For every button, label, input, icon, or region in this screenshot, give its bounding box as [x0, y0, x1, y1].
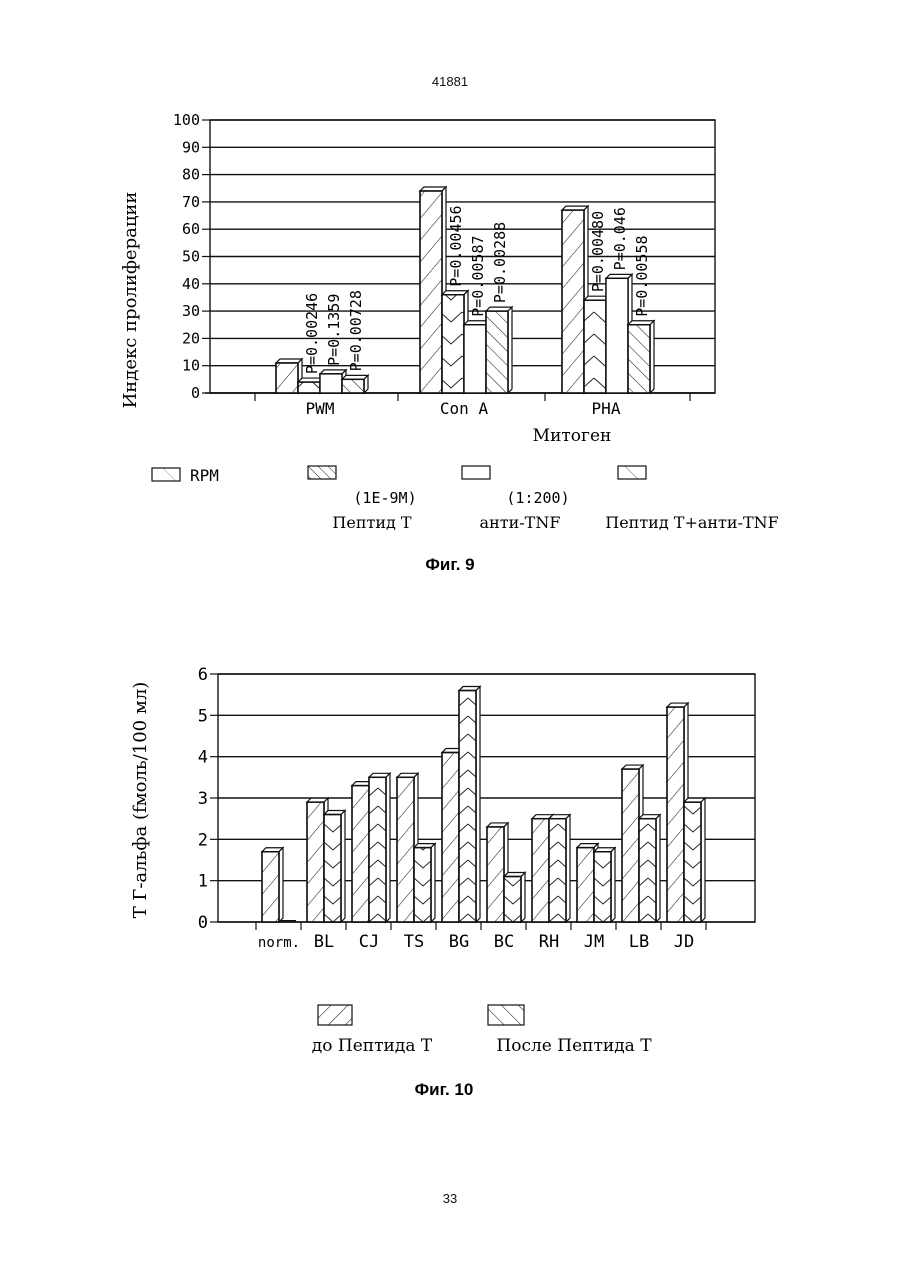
- y-tick-label: 10: [182, 357, 200, 375]
- x-category-label: norm.: [258, 935, 300, 951]
- y-axis-label: T Г-альфа (fмоль/100 мл): [130, 682, 151, 919]
- figure-10-chart: 0 1 2 3 4 5 6 norm. BL CJ TS BG BC RH JM LB JD T Г-альф…: [0, 640, 900, 1110]
- x-category-label: BG: [449, 932, 469, 952]
- x-category-labels: PWM Con A PHA: [306, 399, 621, 418]
- legend-swatch-before: [318, 1005, 352, 1025]
- bar: [628, 321, 654, 393]
- bar: [414, 844, 435, 922]
- p-value-label: P=0.00288: [491, 222, 509, 303]
- p-value-label: P=0.00480: [589, 211, 607, 292]
- x-category-label: BC: [494, 932, 514, 952]
- y-tick-label: 100: [173, 111, 200, 129]
- y-tick-label: 3: [198, 789, 208, 809]
- y-axis-label: Индекс пролиферации: [120, 192, 141, 409]
- y-tick-labels: 0 10 20 30 40 50 60 70 80 90 100: [173, 111, 200, 402]
- legend-swatch-after: [488, 1005, 524, 1025]
- x-category-label: LB: [629, 932, 649, 952]
- x-category-label: BL: [314, 932, 334, 952]
- x-axis-label: Митоген: [533, 426, 612, 446]
- p-value-label: P=0.00728: [347, 290, 365, 371]
- legend-label-after: После Пептида Т: [496, 1036, 652, 1056]
- p-value-label: P=0.00558: [633, 235, 651, 316]
- legend-label-peptide-t: Пептид Т: [332, 513, 412, 532]
- bars: [262, 687, 705, 922]
- bar: [549, 815, 570, 922]
- x-category-label: TS: [404, 932, 424, 952]
- bar: [684, 798, 705, 922]
- legend-item-peptide-t-anti-tnf: Пептид Т+анти-TNF: [605, 466, 779, 532]
- legend-item-rpm: RPM: [152, 466, 219, 485]
- y-tick-label: 5: [198, 706, 208, 726]
- legend-label-before: до Пептида Т: [312, 1036, 433, 1056]
- p-value-label: P=0.00587: [469, 235, 487, 316]
- bar: [369, 773, 390, 922]
- legend-item-anti-tnf: (1:200) анти-TNF: [462, 466, 570, 532]
- legend-swatch-peptide-t: [308, 466, 336, 479]
- y-tick-label: 4: [198, 748, 208, 768]
- x-category-label: JM: [584, 932, 604, 952]
- y-tick-label: 80: [182, 166, 200, 184]
- p-value-label: P=0.00456: [447, 205, 465, 286]
- y-tick-label: 20: [182, 329, 200, 347]
- bar: [324, 811, 345, 922]
- legend-item-after: После Пептида Т: [488, 1005, 652, 1056]
- page-number: 33: [0, 1191, 900, 1206]
- legend-note-anti-tnf: (1:200): [506, 489, 569, 507]
- bar: [262, 848, 283, 922]
- legend-label-anti-tnf: анти-TNF: [480, 513, 561, 532]
- p-value-label: P=0.00246: [303, 293, 321, 374]
- p-value-label: P=0.1359: [325, 294, 343, 366]
- x-category-label: JD: [674, 932, 694, 952]
- y-tick-label: 1: [198, 872, 208, 892]
- p-value-label: P=0.046: [611, 207, 629, 270]
- y-tick-label: 0: [191, 384, 200, 402]
- y-tick-labels: 0 1 2 3 4 5 6: [198, 665, 208, 933]
- y-tick-label: 6: [198, 665, 208, 685]
- y-tick-label: 30: [182, 302, 200, 320]
- legend-item-peptide-t: (1E-9M) Пептид Т: [308, 466, 417, 532]
- legend-item-before: до Пептида Т: [312, 1005, 433, 1056]
- x-category-label: CJ: [359, 932, 379, 952]
- bar: [459, 687, 480, 922]
- legend: RPM (1E-9M) Пептид Т (1:200) анти-TNF Пе…: [152, 466, 779, 532]
- legend-label-peptide-t-anti-tnf: Пептид Т+анти-TNF: [605, 513, 779, 532]
- bar: [594, 848, 615, 922]
- bar: [504, 873, 525, 922]
- x-category-label: Con A: [440, 399, 489, 418]
- bar: [279, 920, 296, 922]
- x-category-label: PWM: [306, 399, 335, 418]
- y-tick-label: 70: [182, 193, 200, 211]
- y-tick-label: 40: [182, 275, 200, 293]
- y-tick-label: 60: [182, 220, 200, 238]
- legend-label-rpm: RPM: [190, 466, 219, 485]
- legend-swatch-rpm: [152, 468, 180, 481]
- y-tick-label: 90: [182, 138, 200, 156]
- bar: [486, 307, 512, 393]
- legend-swatch-peptide-t-anti-tnf: [618, 466, 646, 479]
- x-category-label: PHA: [592, 399, 621, 418]
- figure-9-chart: 0 10 20 30 40 50 60 70 80 90 100 P=0.00246P=0.1359…: [0, 0, 900, 590]
- figure-10-caption: Фиг. 10: [415, 1080, 474, 1099]
- figure-9-caption: Фиг. 9: [425, 555, 474, 574]
- bar: [342, 375, 368, 393]
- legend-swatch-anti-tnf: [462, 466, 490, 479]
- y-tick-label: 50: [182, 248, 200, 266]
- y-tick-label: 0: [198, 913, 208, 933]
- x-category-labels: norm. BL CJ TS BG BC RH JM LB JD: [258, 932, 694, 952]
- bar: [639, 815, 660, 922]
- legend-note-peptide-t: (1E-9M): [353, 489, 416, 507]
- x-category-label: RH: [539, 932, 559, 952]
- y-tick-label: 2: [198, 830, 208, 850]
- legend: до Пептида Т После Пептида Т: [312, 1005, 652, 1056]
